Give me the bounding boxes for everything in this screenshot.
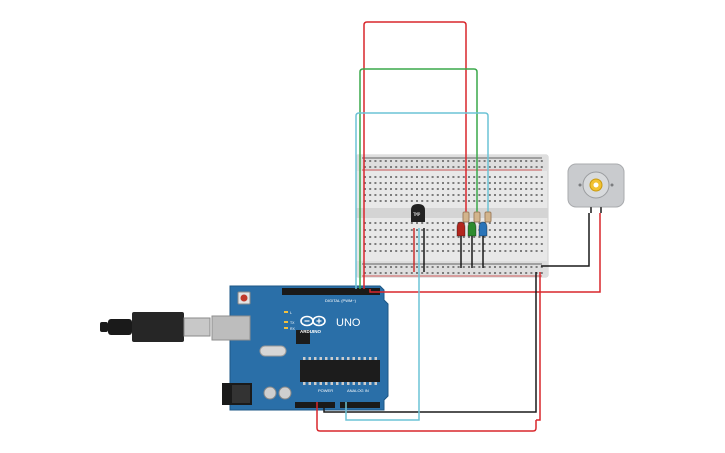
breadboard-holes <box>364 160 543 274</box>
sensor-label: TMP <box>413 212 421 217</box>
capacitor <box>278 386 292 400</box>
arduino-uno-board: UNO ARDUINO DIGITAL (PWM~) POWER ANALOG … <box>211 285 389 411</box>
breadboard <box>355 154 549 278</box>
wire-motor-red <box>369 213 601 293</box>
atmega-chip <box>300 360 380 382</box>
leds <box>456 221 488 237</box>
led-red <box>456 221 466 237</box>
wire-power-red-rail <box>536 272 541 421</box>
board-brand-label: ARDUINO <box>300 329 321 334</box>
power-header <box>295 402 335 408</box>
board-model-label: UNO <box>336 317 361 329</box>
digital-header <box>282 288 380 295</box>
analog-header <box>340 402 380 408</box>
wire-cyan <box>355 112 489 289</box>
capacitor <box>263 386 277 400</box>
usb-port <box>211 315 251 341</box>
arduino-logo <box>300 315 326 327</box>
power-label: POWER <box>318 388 333 393</box>
temperature-sensor: TMP <box>411 204 425 222</box>
analog-label: ANALOG IN <box>347 388 369 393</box>
wire-power-red <box>316 402 537 432</box>
tx-led-label: TX <box>290 321 295 325</box>
usb-cable <box>100 312 211 342</box>
wire-sensor-cyan <box>345 228 420 421</box>
wires <box>316 21 601 432</box>
wire-ground <box>323 272 537 413</box>
usb-chip <box>296 330 310 344</box>
dc-motor <box>567 163 625 213</box>
wire-motor-black <box>541 213 590 267</box>
resistors <box>462 211 492 223</box>
led-green <box>467 221 477 237</box>
rx-led-label: RX <box>290 327 296 331</box>
digital-label: DIGITAL (PWM~) <box>325 298 357 303</box>
l-led-label: L <box>290 311 292 315</box>
wire-red <box>363 21 467 289</box>
crystal <box>259 345 287 357</box>
wire-green <box>359 68 478 289</box>
led-blue <box>478 221 488 237</box>
